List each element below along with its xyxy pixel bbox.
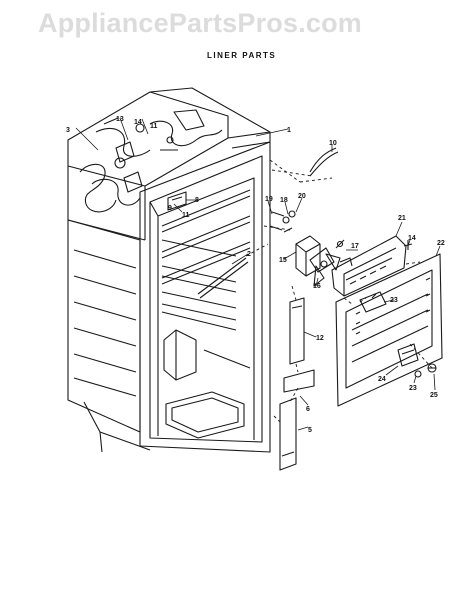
callout-5: 5 — [308, 427, 312, 434]
alignment-dashes — [245, 159, 433, 425]
callout-1: 1 — [287, 127, 291, 134]
watermark-text: AppliancePartsPros.com — [38, 8, 363, 38]
tube-part — [309, 147, 339, 177]
callout-17: 17 — [351, 243, 359, 250]
callout-16: 16 — [313, 283, 321, 290]
callout-21: 21 — [398, 215, 406, 222]
callout-19: 19 — [265, 196, 273, 203]
cabinet-shell — [67, 219, 151, 453]
bottom-hardware — [397, 343, 437, 378]
callout-2: 2 — [247, 251, 251, 258]
callout-9: 9 — [168, 205, 172, 212]
leader-lines — [75, 117, 441, 431]
liner-front-frame — [139, 141, 271, 453]
callout-23-bottom: 23 — [409, 385, 417, 392]
callout-6: 6 — [306, 406, 310, 413]
control-housing-assembly — [269, 210, 413, 297]
vertical-covers — [279, 297, 315, 471]
callout-8: 8 — [195, 197, 199, 204]
rear-panel — [335, 253, 443, 407]
callout-23-panel: 23 — [390, 297, 398, 304]
callout-labels: 1 2 3 5 6 8 9 10 11 11 12 13 14 14 15 16… — [66, 116, 445, 434]
callout-24: 24 — [378, 376, 386, 383]
callout-11-liner: 11 — [182, 212, 190, 219]
callout-15: 15 — [279, 257, 287, 264]
callout-14-right: 14 — [408, 235, 416, 242]
callout-11-top: 11 — [150, 123, 158, 130]
callout-12: 12 — [316, 335, 324, 342]
interior-shelf-ribs — [161, 189, 251, 439]
callout-18: 18 — [280, 197, 288, 204]
callout-25: 25 — [430, 392, 438, 399]
callout-10: 10 — [329, 140, 337, 147]
callout-13: 13 — [116, 116, 124, 123]
callout-22: 22 — [437, 240, 445, 247]
callout-20: 20 — [298, 193, 306, 200]
callout-14-top: 14 — [134, 119, 142, 126]
callout-3: 3 — [66, 127, 70, 134]
liner-top-section — [67, 87, 271, 241]
diagram-title: LINER PARTS — [207, 51, 277, 60]
